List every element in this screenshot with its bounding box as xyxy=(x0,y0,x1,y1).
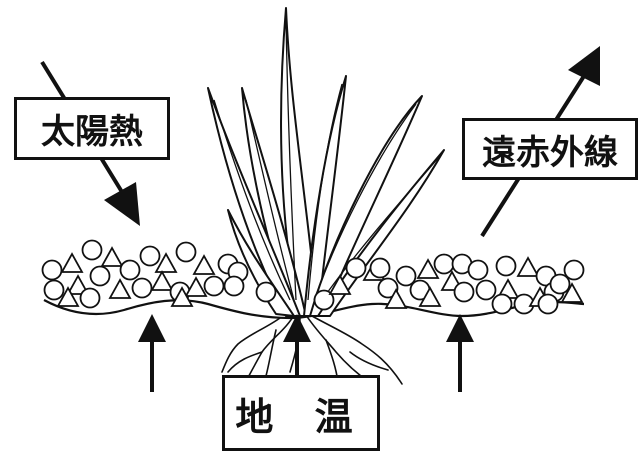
pebble-circle-icon xyxy=(89,265,111,287)
pebble-triangle-icon xyxy=(154,252,178,273)
pebble-circle-icon xyxy=(453,281,475,303)
pebble-circle-icon xyxy=(313,289,335,311)
pebble-triangle-icon xyxy=(60,252,84,273)
pebble-triangle-icon xyxy=(560,282,584,303)
far-infrared-label: 遠赤外線 xyxy=(462,118,638,180)
pebble-circle-icon xyxy=(119,259,141,281)
soil-temperature-label: 地 温 xyxy=(222,375,380,451)
soil-heat-arrow-center xyxy=(283,314,311,376)
mulch-pebble-layer xyxy=(41,239,585,315)
pebble-circle-icon xyxy=(223,275,245,297)
pebble-circle-icon xyxy=(549,273,571,295)
pebble-circle-icon xyxy=(377,277,399,299)
pebble-triangle-icon xyxy=(184,276,208,297)
pebble-triangle-icon xyxy=(192,254,216,275)
pebble-triangle-icon xyxy=(418,286,442,307)
pebble-triangle-icon xyxy=(170,286,194,307)
soil-heat-arrow-right xyxy=(446,314,474,392)
pebble-circle-icon xyxy=(41,259,63,281)
pebble-triangle-icon xyxy=(66,274,90,295)
pebble-circle-icon xyxy=(131,277,153,299)
pebble-circle-icon xyxy=(467,259,489,281)
solar-heat-label: 太陽熱 xyxy=(14,97,170,160)
pebble-circle-icon xyxy=(175,241,197,263)
pebble-circle-icon xyxy=(79,287,101,309)
pebble-triangle-icon xyxy=(150,270,174,291)
pebble-circle-icon xyxy=(563,259,585,281)
pebble-circle-icon xyxy=(369,257,391,279)
pebble-circle-icon xyxy=(255,281,277,303)
pebble-triangle-icon xyxy=(516,256,540,277)
pebble-triangle-icon xyxy=(416,258,440,279)
pebble-triangle-icon xyxy=(328,274,352,295)
pebble-circle-icon xyxy=(537,293,559,315)
pebble-triangle-icon xyxy=(108,278,132,299)
pebble-circle-icon xyxy=(203,275,225,297)
pebble-circle-icon xyxy=(81,239,103,261)
pebble-triangle-icon xyxy=(56,286,80,307)
pebble-triangle-icon xyxy=(100,246,124,267)
pebble-circle-icon xyxy=(395,265,417,287)
pebble-circle-icon xyxy=(43,279,65,301)
pebble-circle-icon xyxy=(139,245,161,267)
pebble-circle-icon xyxy=(491,293,513,315)
leaf-veins xyxy=(213,19,441,301)
pebble-circle-icon xyxy=(475,279,497,301)
pebble-circle-icon xyxy=(495,255,517,277)
soil-heat-arrow-left xyxy=(138,314,166,392)
pebble-circle-icon xyxy=(433,253,455,275)
pebble-circle-icon xyxy=(345,257,367,279)
pebble-triangle-icon xyxy=(384,288,408,309)
